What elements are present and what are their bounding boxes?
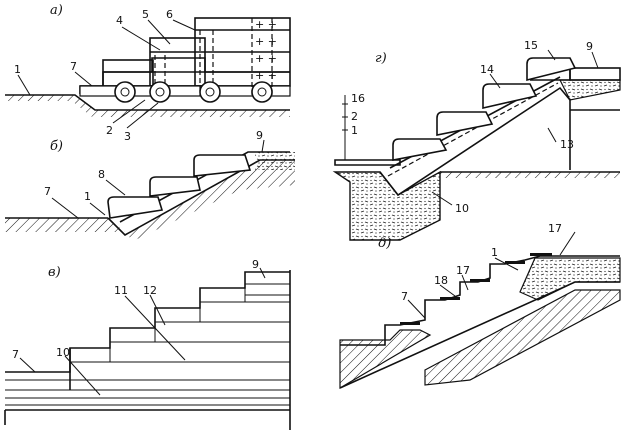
panel-g-callout-9: 9: [586, 40, 593, 53]
panel-g: 15 9 14 16 2 1 13 10 г): [332, 39, 621, 241]
panel-b-callout-7: 7: [44, 185, 51, 198]
panel-d-label: д): [378, 236, 391, 251]
panel-a-soil-hatch: [5, 95, 75, 101]
panel-g-callout-16: 16: [351, 92, 365, 105]
panel-d-top-landing: [519, 257, 621, 301]
panel-b-callout-8: 8: [98, 168, 105, 181]
svg-text:+ +: + +: [255, 18, 277, 31]
panel-b-top-landing: [255, 152, 295, 170]
svg-text:+ +: + +: [255, 52, 277, 65]
panel-v-callout-11: 11: [114, 284, 128, 297]
panel-d-soil-right: [424, 289, 621, 386]
panel-v-callout-10: 10: [56, 346, 70, 359]
panel-b-callout-1: 1: [84, 190, 91, 203]
panel-v-horizontal-lines: [5, 283, 290, 406]
panel-a-callout-7: 7: [70, 60, 77, 73]
panel-g-label: г): [375, 51, 387, 66]
panel-g-callout-10: 10: [455, 202, 469, 215]
panel-v-label: в): [48, 265, 61, 280]
panel-v-callout-9: 9: [252, 258, 259, 271]
panel-d-tread-marks: [400, 253, 552, 325]
svg-text:+ +: + +: [255, 69, 277, 82]
panel-g-callout-2: 2: [351, 110, 358, 123]
panel-g-callout-13: 13: [560, 138, 574, 151]
panel-d-callout-1: 1: [491, 246, 498, 259]
panel-a-callout-3: 3: [124, 130, 131, 143]
panel-v-callout-7: 7: [12, 348, 19, 361]
panel-a-soil-hatch-2: [72, 95, 290, 117]
panel-b-soil-right: [125, 160, 295, 240]
panel-a-callout-2: 2: [106, 124, 113, 137]
panel-d-callout-7: 7: [401, 290, 408, 303]
panel-v-callout-12: 12: [143, 284, 157, 297]
panel-a-callout-6: 6: [166, 8, 173, 21]
panel-b: 9 8 7 1 б): [5, 129, 295, 240]
panel-g-steps: [392, 57, 577, 161]
panel-v-riser-lines: [69, 288, 246, 390]
panel-d-callout-18: 18: [434, 274, 448, 287]
panel-d-callout-17b: 17: [456, 264, 470, 277]
panel-g-callout-14: 14: [480, 63, 494, 76]
panel-g-callout-1: 1: [351, 124, 358, 137]
svg-text:+ +: + +: [255, 35, 277, 48]
panel-a-callout-1: 1: [14, 63, 21, 76]
panel-d-callout-17: 17: [548, 222, 562, 235]
panel-a-callout-4: 4: [116, 14, 123, 27]
panel-d: 17 1 18 17 7 д): [339, 222, 621, 390]
panel-g-callout-15: 15: [524, 39, 538, 52]
panel-a-cross-marks: + + + + + + + +: [255, 18, 277, 82]
panel-a-callout-5: 5: [142, 8, 149, 21]
panel-v: 9 11 12 7 10 в): [4, 258, 291, 430]
panel-a-rollers: [114, 81, 273, 103]
panel-b-callout-9: 9: [256, 129, 263, 142]
panel-a: + + + + + + + + 1 7 4 5 6 2 3 а): [5, 3, 291, 143]
panel-b-label: б): [50, 139, 63, 154]
panel-b-soil-left: [5, 218, 125, 232]
panel-b-steps: [107, 154, 252, 219]
panel-a-label: а): [50, 3, 63, 18]
